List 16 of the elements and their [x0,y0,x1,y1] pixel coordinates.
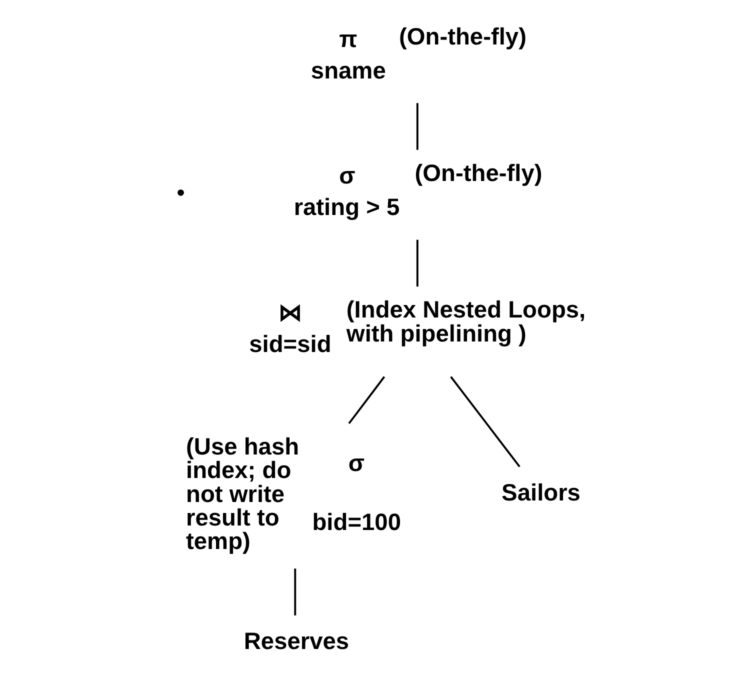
node-label: (On-the-fly) [414,160,542,187]
node-label: (On-the-fly) [399,24,526,50]
node-text: Sailors [502,480,580,506]
node-label: (Index Nested Loops, with pipelining ) [346,298,586,348]
node-text: σ rating > 5 [294,164,400,222]
node-text: ⋈ sid=sid [249,300,332,358]
node-text: Reserves [244,629,350,656]
node-text: π sname [310,26,386,84]
connector [348,376,386,424]
connector [294,568,296,616]
connector [416,240,418,287]
connector [450,376,520,468]
node-text: σ bid=100 [312,450,401,536]
label: • [176,180,185,207]
connector [416,103,418,150]
node-label: (Use hash index; do not write result to temp) [186,434,300,556]
